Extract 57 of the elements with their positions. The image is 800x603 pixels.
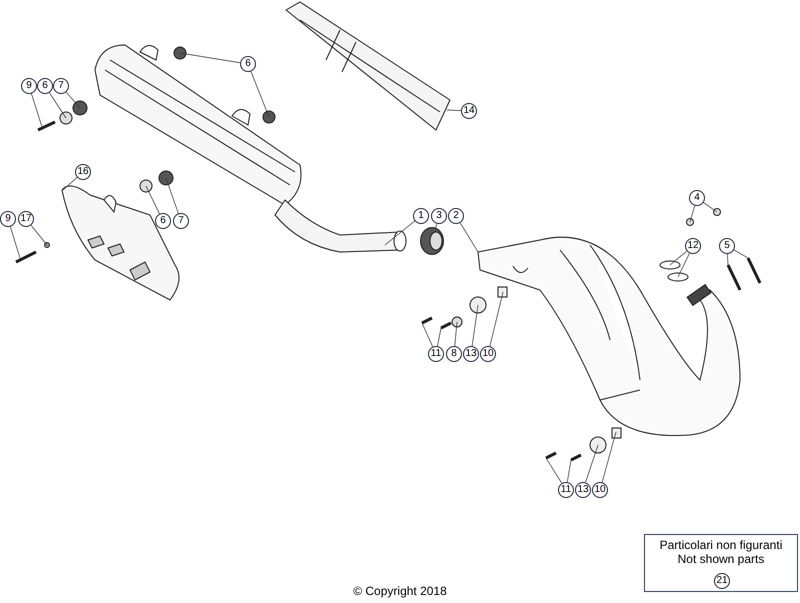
leader-line [250, 71, 270, 118]
callout-number: 8 [446, 346, 462, 362]
leader-line [31, 93, 42, 128]
callout-number: 13 [463, 346, 479, 362]
leader-line [490, 292, 504, 347]
leader-line [460, 222, 478, 252]
callout-number: 13 [575, 482, 591, 498]
callout-number: 6 [240, 56, 256, 72]
leader-line [566, 460, 572, 482]
leader-line [422, 322, 434, 348]
callout-number: 6 [37, 78, 53, 94]
callout-number: 9 [0, 211, 16, 227]
leader-line [62, 177, 78, 190]
leader-line [690, 205, 696, 222]
spring-coupling-drawing [420, 227, 444, 255]
callout-number: 10 [480, 346, 496, 362]
callout-number: 6 [155, 213, 171, 229]
leader-line [10, 226, 20, 258]
callout-number: 10 [592, 482, 608, 498]
callout-number: 17 [18, 211, 34, 227]
leader-line [437, 328, 442, 346]
callout-number: 9 [21, 78, 37, 94]
leader-line [180, 52, 240, 64]
leader-line [734, 250, 748, 258]
note-text: Not shown parts [678, 552, 764, 566]
callout-number: 5 [719, 238, 735, 254]
leader-line [66, 92, 80, 108]
leader-line [446, 110, 462, 111]
leader-line [703, 202, 718, 212]
leader-line [727, 254, 728, 266]
leader-line [30, 224, 48, 246]
note-box [644, 534, 798, 592]
leader-line [670, 250, 688, 266]
callout-number: 11 [558, 482, 574, 498]
copyright-note: © Copyright 2018 [352, 583, 448, 600]
leader-line [384, 220, 416, 246]
callout-number: 14 [461, 103, 477, 119]
callout-number: 4 [689, 190, 705, 206]
leader-line [602, 432, 616, 483]
callout-number: 2 [448, 208, 464, 224]
leader-line [166, 178, 179, 214]
callout-number: 3 [431, 208, 447, 224]
callout-number: 11 [428, 346, 444, 362]
leader-line [678, 252, 690, 278]
leader-line [546, 458, 562, 484]
note-text: Particolari non figuranti [660, 538, 782, 552]
callout-number: 7 [53, 78, 69, 94]
callout-number: 1 [413, 208, 429, 224]
callout-number: 21 [714, 573, 730, 589]
leader-line [454, 322, 458, 346]
leader-line [472, 304, 478, 346]
callout-number: 16 [75, 164, 91, 180]
leader-line [146, 186, 160, 214]
callout-number: 7 [173, 213, 189, 229]
leader-line [585, 444, 598, 483]
leader-line [49, 92, 66, 118]
callout-number: 12 [685, 238, 701, 254]
